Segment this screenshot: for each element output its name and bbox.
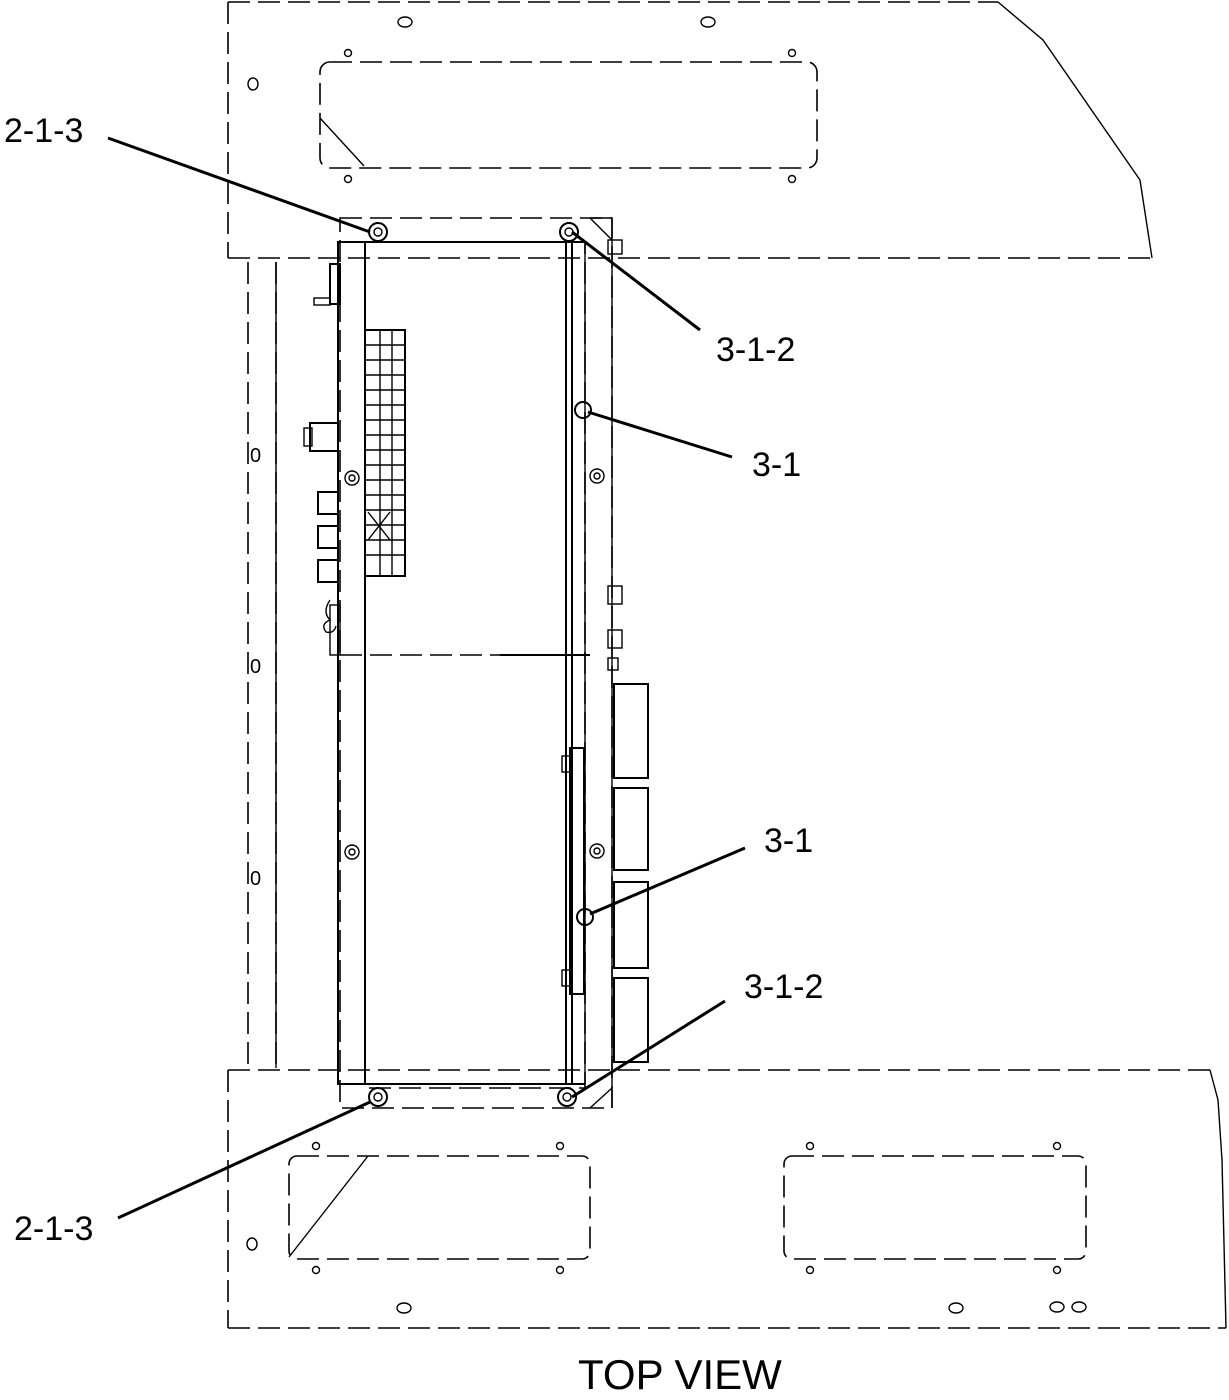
- callout-2-1-3-top: 2-1-3: [4, 112, 83, 150]
- left-enclosure: [247, 262, 277, 1068]
- callout-3-1-2-top: 3-1-2: [716, 331, 795, 369]
- right-modules: [561, 239, 649, 1063]
- callout-3-1-2-bottom: 3-1-2: [744, 968, 823, 1006]
- frame-assembly: [337, 217, 613, 1109]
- upper-plate: [227, 1, 1153, 259]
- side-mark-2: 0: [250, 656, 261, 678]
- side-mark-3: 0: [250, 868, 261, 890]
- terminal-block: [364, 329, 406, 577]
- leader-lines: [107, 136, 746, 1220]
- callout-2-1-3-bottom: 2-1-3: [14, 1210, 93, 1248]
- left-components: [303, 263, 341, 656]
- side-mark-1: 0: [250, 445, 261, 467]
- callout-3-1-upper: 3-1: [752, 446, 801, 484]
- callout-3-1-lower: 3-1: [764, 822, 813, 860]
- view-title: TOP VIEW: [578, 1351, 782, 1398]
- lower-plate: [227, 1069, 1227, 1329]
